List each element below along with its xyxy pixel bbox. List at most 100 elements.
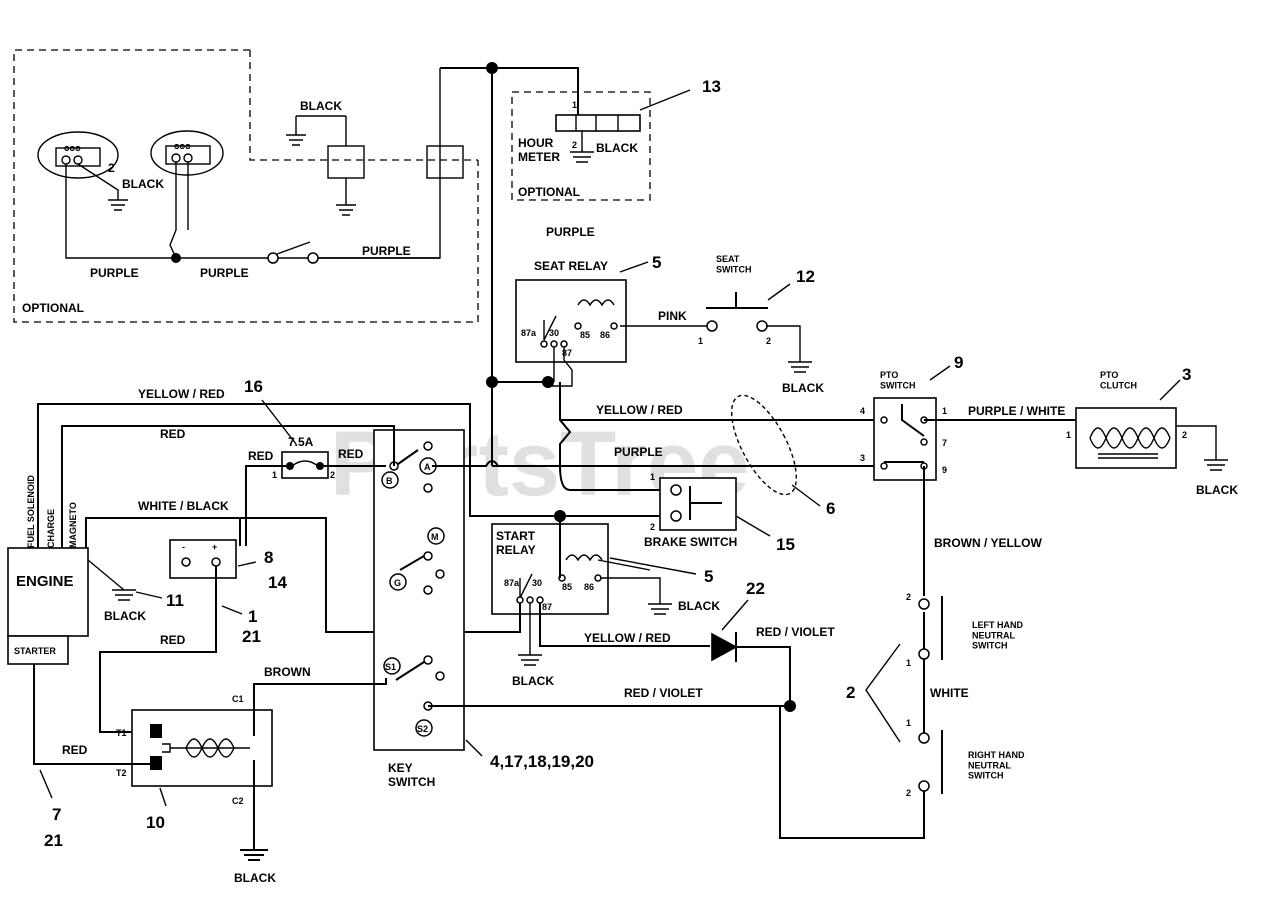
svg-text:S2: S2 [417,724,428,734]
svg-text:RED: RED [248,449,274,463]
key-position-b [381,471,399,489]
svg-text:1: 1 [906,658,911,668]
svg-text:RED: RED [160,427,186,441]
svg-text:2: 2 [1182,430,1187,440]
svg-text:15: 15 [776,535,795,554]
svg-text:86: 86 [600,330,610,340]
svg-text:9: 9 [954,353,963,372]
svg-text:2: 2 [572,140,577,150]
engine-group: ENGINE STARTER FUEL SOLENOID CHARGE MAGN… [7,387,471,665]
regulator [169,539,237,579]
svg-text:S1: S1 [385,662,396,672]
svg-text:30: 30 [532,578,542,588]
svg-text:4,17,18,19,20: 4,17,18,19,20 [490,752,594,771]
light-connector-b [426,145,464,179]
svg-text:YELLOW / RED: YELLOW / RED [138,387,225,401]
svg-text:1: 1 [906,718,911,728]
brake-switch-group: 1 2 BRAKE SWITCH 15 [469,406,795,554]
svg-text:11: 11 [166,591,184,610]
svg-text:7.5A: 7.5A [288,435,314,449]
svg-text:1: 1 [272,470,277,480]
diode-group: RED / VIOLET 22 [711,579,835,712]
svg-text:C1: C1 [232,694,244,704]
svg-text:ᴑᴑᴑ: ᴑᴑᴑ [174,141,191,151]
solenoid-group: T1 T2 C1 C2 BROWN BLACK RED 10 7 21 [33,664,387,885]
svg-text:87a: 87a [504,578,520,588]
right-neutral-terminal-1 [918,732,930,744]
svg-text:13: 13 [702,77,721,96]
key-position-s2 [415,719,433,737]
svg-text:YELLOW / RED: YELLOW / RED [584,631,671,645]
svg-text:BLACK: BLACK [782,381,824,395]
hour-meter [555,114,641,132]
svg-text:PURPLE: PURPLE [362,244,411,258]
svg-text:SEAT RELAY: SEAT RELAY [534,259,608,273]
starter [7,635,69,665]
svg-text:85: 85 [580,330,590,340]
seat-switch-terminal-2 [756,320,768,332]
svg-text:+: + [212,542,217,552]
svg-text:10: 10 [146,813,165,832]
svg-text:RED / VIOLET: RED / VIOLET [756,625,835,639]
svg-text:G: G [394,578,401,588]
svg-text:5: 5 [704,567,713,586]
svg-text:A: A [424,462,431,472]
svg-text:2: 2 [906,592,911,602]
svg-text:2: 2 [330,470,335,480]
svg-text:MAGNETO: MAGNETO [68,502,78,548]
svg-text:1: 1 [698,336,703,346]
seat-switch-plunger [706,292,768,309]
svg-text:OPTIONAL: OPTIONAL [518,185,580,199]
svg-text:87: 87 [562,348,572,358]
svg-text:BRAKE SWITCH: BRAKE SWITCH [644,535,737,549]
svg-text:8: 8 [264,548,273,567]
svg-text:BLACK: BLACK [596,141,638,155]
svg-text:RED: RED [62,743,88,757]
pto-clutch [1075,407,1177,469]
svg-text:1: 1 [650,472,655,482]
svg-text:B: B [386,476,393,486]
svg-text:WHITE / BLACK: WHITE / BLACK [138,499,229,513]
key-switch [373,429,465,751]
svg-text:BLACK: BLACK [122,177,164,191]
headlight-right [150,130,224,176]
svg-text:PINK: PINK [658,309,687,323]
svg-text:87: 87 [542,602,552,612]
svg-text:3: 3 [1182,365,1191,384]
seat-switch-terminal-1 [706,320,718,332]
svg-text:1: 1 [572,100,577,110]
svg-text:12: 12 [796,267,815,286]
svg-text:6: 6 [826,499,835,518]
svg-text:85: 85 [562,582,572,592]
svg-text:30: 30 [549,328,559,338]
svg-text:9: 9 [942,465,947,475]
left-neutral-terminal-2 [918,598,930,610]
svg-text:RED: RED [338,447,364,461]
svg-text:RED: RED [160,633,186,647]
svg-text:YELLOW / RED: YELLOW / RED [596,403,683,417]
light-connector-a [327,145,365,179]
svg-text:86: 86 [584,582,594,592]
svg-text:T1: T1 [116,728,127,738]
svg-text:BLACK: BLACK [1196,483,1238,497]
key-position-s1 [383,657,401,675]
right-neutral-terminal-2 [918,780,930,792]
svg-text:1: 1 [942,406,947,416]
svg-text:22: 22 [746,579,765,598]
seat-relay [515,279,627,363]
svg-text:21: 21 [242,627,261,646]
svg-text:PURPLE: PURPLE [90,266,139,280]
svg-text:87a: 87a [521,328,537,338]
svg-text:BLACK: BLACK [300,99,342,113]
svg-text:2: 2 [846,683,855,702]
svg-text:CHARGE: CHARGE [46,509,56,548]
svg-text:BLACK: BLACK [678,599,720,613]
